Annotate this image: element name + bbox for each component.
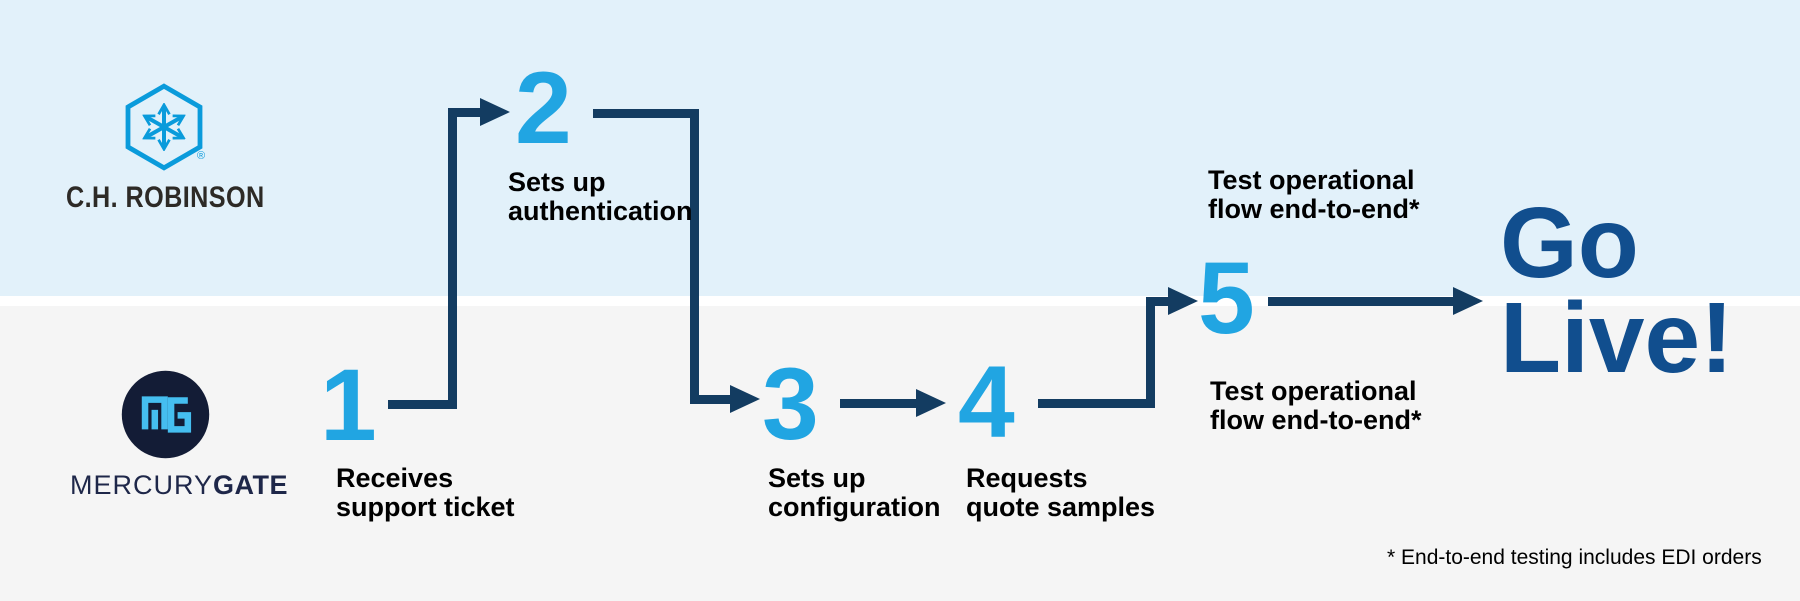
step-3-label: Sets up configuration bbox=[768, 463, 941, 522]
connector-4-5-arrowhead-icon bbox=[1168, 287, 1198, 315]
connector-4-5-top bbox=[1146, 297, 1168, 306]
chrobinson-wordmark: C.H. ROBINSON bbox=[66, 181, 265, 214]
mercurygate-wordmark-gate: GATE bbox=[213, 470, 289, 500]
footnote: * End-to-end testing includes EDI orders bbox=[1387, 546, 1762, 569]
lane-chrobinson bbox=[0, 0, 1800, 296]
step-5-label-top: Test operational flow end-to-end* bbox=[1208, 165, 1420, 224]
connector-2-3-vertical bbox=[690, 109, 699, 404]
step-2-number: 2 bbox=[515, 51, 572, 165]
connector-5-golive-arrowhead-icon bbox=[1453, 287, 1483, 315]
connector-2-3-arrowhead-icon bbox=[730, 385, 760, 413]
connector-5-golive-line bbox=[1268, 297, 1453, 306]
step-5-number: 5 bbox=[1198, 241, 1255, 355]
mercurygate-wordmark-mercury: MERCURY bbox=[70, 470, 214, 500]
connector-3-4-arrowhead-icon bbox=[916, 389, 946, 417]
step-1-number: 1 bbox=[320, 348, 377, 462]
connector-1-2-horizontal bbox=[388, 400, 457, 409]
connector-2-3-top bbox=[593, 109, 699, 118]
chrobinson-registered-mark: ® bbox=[197, 150, 206, 162]
mercurygate-logo-icon bbox=[121, 370, 210, 459]
chrobinson-logo-icon bbox=[125, 83, 203, 171]
connector-4-5-vertical bbox=[1146, 297, 1155, 408]
connector-4-5-bottom bbox=[1038, 399, 1155, 408]
connector-1-2-top bbox=[448, 108, 480, 117]
step-4-label: Requests quote samples bbox=[966, 463, 1156, 522]
connector-2-3-bottom bbox=[690, 395, 730, 404]
step-4-number: 4 bbox=[958, 345, 1015, 459]
lane-divider bbox=[0, 296, 1800, 306]
connector-3-4-line bbox=[840, 399, 916, 408]
go-live-text: Go Live! bbox=[1500, 187, 1734, 394]
step-5-label-bottom: Test operational flow end-to-end* bbox=[1210, 376, 1422, 435]
lane-mercurygate bbox=[0, 306, 1800, 601]
step-1-label: Receives support ticket bbox=[336, 463, 515, 522]
mercurygate-wordmark: MERCURYGATE bbox=[70, 470, 288, 501]
connector-1-2-arrowhead-icon bbox=[480, 98, 510, 126]
step-3-number: 3 bbox=[762, 347, 819, 461]
connector-1-2-vertical bbox=[448, 108, 457, 409]
step-2-label: Sets up authentication bbox=[508, 167, 693, 226]
